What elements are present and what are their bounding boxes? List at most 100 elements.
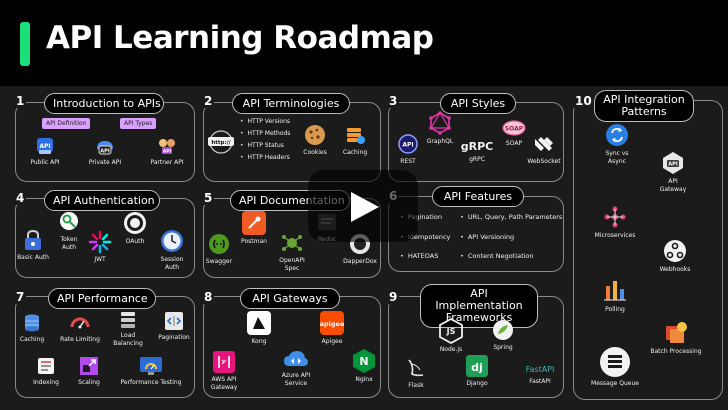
item-label: Indexing bbox=[33, 379, 59, 386]
polling-icon bbox=[602, 276, 628, 304]
item-label: Apigee bbox=[321, 338, 343, 345]
accent-bar bbox=[20, 22, 30, 66]
openapi-icon bbox=[280, 231, 304, 255]
clock-icon bbox=[159, 228, 185, 254]
item-indexing: Indexing bbox=[30, 355, 62, 387]
section-number: 5 bbox=[202, 191, 215, 205]
item-message-queue: Message Queue bbox=[590, 346, 640, 388]
feature-versioning: API Versioning bbox=[460, 233, 514, 241]
item-label: SOAP bbox=[505, 140, 523, 147]
term-http-status: HTTP Status bbox=[240, 142, 284, 149]
svg-text:FastAPI: FastAPI bbox=[526, 365, 555, 374]
item-label: Partner API bbox=[150, 159, 184, 166]
header-bar: API Learning Roadmap bbox=[0, 0, 728, 86]
item-label: Django bbox=[466, 380, 488, 387]
flask-icon bbox=[404, 356, 428, 380]
svg-text:API: API bbox=[402, 142, 413, 149]
feature-hateoas: HATEOAS bbox=[400, 252, 438, 260]
database-icon bbox=[21, 312, 43, 334]
item-label: Spring bbox=[493, 344, 513, 351]
item-batch-processing: Batch Processing bbox=[648, 320, 704, 356]
play-button[interactable] bbox=[308, 170, 418, 242]
load-balancer-icon bbox=[117, 310, 139, 330]
private-api-icon: API bbox=[93, 135, 117, 157]
graphql-icon bbox=[427, 110, 453, 136]
svg-text:dj: dj bbox=[471, 361, 483, 374]
item-label: OpenAPI Spec bbox=[279, 257, 305, 272]
item-partner-api: API Partner API bbox=[146, 135, 188, 167]
section-number: 9 bbox=[387, 290, 400, 304]
item-apigee: apigee Apigee bbox=[316, 310, 348, 346]
item-spring: Spring bbox=[488, 318, 518, 352]
item-label: Webhooks bbox=[659, 266, 691, 273]
item-soap: SOAP SOAP bbox=[498, 118, 530, 148]
svg-text:SOAP: SOAP bbox=[505, 126, 524, 133]
tag-api-types: API Types bbox=[120, 118, 157, 129]
section-number: 4 bbox=[14, 191, 27, 205]
section-title: API Features bbox=[432, 186, 524, 207]
jwt-icon bbox=[88, 230, 112, 254]
item-label: Session Auth bbox=[160, 256, 184, 271]
item-label: Public API bbox=[30, 159, 60, 166]
item-label: gRPC bbox=[469, 156, 485, 163]
soap-icon: SOAP bbox=[501, 118, 527, 138]
svg-text:http://: http:// bbox=[211, 140, 231, 146]
item-label: Caching bbox=[19, 336, 45, 343]
item-label: DapperDox bbox=[343, 258, 377, 265]
svg-text:JS: JS bbox=[446, 327, 456, 336]
swagger-icon bbox=[207, 232, 231, 256]
svg-text:gRPC: gRPC bbox=[461, 140, 493, 153]
fastapi-icon: FastAPI bbox=[521, 360, 559, 376]
item-label: AWS API Gateway bbox=[210, 376, 238, 391]
item-public-api: API Public API bbox=[24, 135, 66, 167]
item-grpc: gRPC gRPC bbox=[460, 138, 494, 164]
spring-icon bbox=[491, 318, 515, 342]
key-icon bbox=[58, 210, 80, 234]
postman-icon bbox=[241, 210, 267, 236]
item-jwt: JWT bbox=[86, 230, 114, 264]
oauth-icon bbox=[122, 210, 148, 236]
django-icon: dj bbox=[465, 354, 489, 378]
svg-text:API: API bbox=[668, 162, 678, 168]
item-graphql: GraphQL bbox=[424, 110, 456, 146]
item-microservices: Microservices bbox=[592, 204, 638, 240]
term-http-versions: HTTP Versions bbox=[240, 118, 290, 125]
svg-text:API: API bbox=[163, 149, 172, 155]
item-label: Cookies bbox=[303, 149, 327, 156]
item-label: API Gateway bbox=[659, 178, 687, 193]
public-api-icon: API bbox=[34, 135, 56, 157]
item-label: Load Balancing bbox=[113, 332, 143, 347]
http-icon-group: http:// bbox=[206, 128, 236, 156]
feature-url-params: URL, Query, Path Parameters bbox=[460, 213, 562, 221]
section-number: 3 bbox=[387, 94, 400, 108]
item-label: Scaling bbox=[78, 379, 100, 386]
item-label: Batch Processing bbox=[650, 348, 702, 355]
item-label: Flask bbox=[408, 382, 424, 389]
item-label: JWT bbox=[94, 256, 106, 263]
item-load-balancing: Load Balancing bbox=[110, 310, 146, 347]
item-label: WebSocket bbox=[527, 158, 561, 165]
section-title: API Performance bbox=[48, 288, 156, 309]
feature-pagination: Pagination bbox=[400, 213, 442, 221]
item-label: Sync vs Async bbox=[605, 150, 629, 165]
item-sync-async: Sync vs Async bbox=[596, 122, 638, 165]
item-label: FastAPI bbox=[529, 378, 551, 385]
section-number: 7 bbox=[14, 290, 27, 304]
item-label: Microservices bbox=[594, 232, 636, 239]
section-number: 1 bbox=[14, 94, 27, 108]
item-label: Postman bbox=[241, 238, 267, 245]
cloud-icon bbox=[282, 348, 310, 370]
item-webhooks: Webhooks bbox=[656, 238, 694, 274]
item-label: Token Auth bbox=[60, 236, 78, 251]
item-scaling: Scaling bbox=[74, 355, 104, 387]
section-title: API Implementation Frameworks bbox=[420, 284, 538, 328]
term-http-headers: HTTP Headers bbox=[240, 154, 290, 161]
feature-content-negotiation: Content Negotiation bbox=[460, 252, 534, 260]
item-rate-limiting: Rate Limiting bbox=[60, 312, 100, 344]
svg-text:API: API bbox=[39, 143, 50, 150]
section-number: 8 bbox=[202, 290, 215, 304]
section-number: 2 bbox=[202, 94, 215, 108]
lock-icon bbox=[22, 228, 44, 252]
svg-text:apigee: apigee bbox=[320, 320, 345, 328]
gateway-icon: API bbox=[660, 150, 686, 176]
